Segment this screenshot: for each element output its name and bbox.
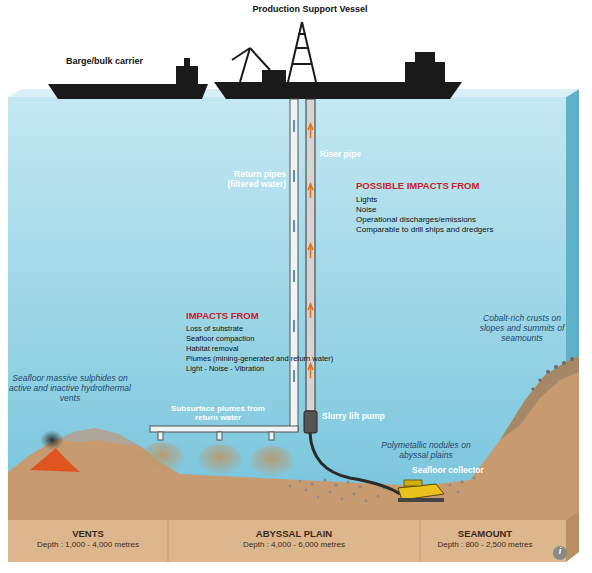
ship-crane — [232, 48, 270, 82]
vessel-label: Barge/bulk carrier — [66, 56, 176, 66]
depth-zone: VENTSDepth : 1,000 - 4,000 metres — [8, 526, 168, 560]
impact-heading: IMPACTS FROM — [186, 311, 306, 322]
seafloor-section — [8, 520, 566, 562]
depth-zone: ABYSSAL PLAINDepth : 4,000 - 6,000 metre… — [168, 526, 420, 560]
impact-item: Light - Noise - Vibration — [186, 365, 386, 374]
sediment-plume — [250, 446, 294, 478]
info-mark: i — [553, 546, 567, 556]
zone-divider — [420, 520, 421, 562]
zone-name: VENTS — [8, 528, 168, 539]
vent-lava — [30, 448, 80, 472]
impact-item: Habitat removal — [186, 345, 386, 354]
zone-name: SEAMOUNT — [420, 528, 550, 539]
collector-label: Seafloor collector — [412, 466, 512, 476]
resource-label: Cobalt-rich crusts on slopes and summits… — [470, 314, 574, 343]
support-vessel — [214, 52, 462, 99]
return-pipe — [150, 99, 298, 440]
cobalt-crusts — [531, 357, 574, 391]
impact-item: Comparable to drill ships and dredgers — [356, 225, 556, 234]
pump-label: Slurry lift pump — [322, 412, 412, 422]
seamount-slope — [500, 356, 579, 440]
resource-label: Polymetallic nodules on abyssal plains — [378, 441, 474, 461]
info-icon — [553, 546, 567, 560]
riser-pipe — [304, 99, 317, 433]
impact-item: Seafloor compaction — [186, 335, 386, 344]
seafloor-collector — [398, 480, 444, 502]
zone-divider — [168, 520, 169, 562]
impact-heading: POSSIBLE IMPACTS FROM — [356, 181, 556, 192]
drilling-derrick — [288, 22, 316, 82]
zone-depth: Depth : 4,000 - 6,000 metres — [168, 540, 420, 549]
impact-item: Lights — [356, 195, 556, 204]
polymetallic-nodules — [289, 477, 476, 503]
zone-depth: Depth : 800 - 2,500 metres — [420, 540, 550, 549]
zone-name: ABYSSAL PLAIN — [168, 528, 420, 539]
impact-item: Noise — [356, 205, 556, 214]
pipe-label: Return pipes (filtered water) — [206, 170, 286, 190]
sediment-plume — [140, 442, 184, 474]
impact-item: Operational discharges/emissions — [356, 215, 556, 224]
seafloor-section-side — [566, 512, 579, 562]
vessel-label: Production Support Vessel — [240, 4, 380, 14]
plume-label: Subsurface plumes from return water — [168, 404, 268, 422]
zone-depth: Depth : 1,000 - 4,000 metres — [8, 540, 168, 549]
depth-zone: SEAMOUNTDepth : 800 - 2,500 metres — [420, 526, 550, 560]
impact-item: Plumes (mining-generated and return wate… — [186, 355, 386, 364]
pipe-label: Riser pipe — [320, 150, 400, 160]
vent-smoke — [40, 430, 64, 450]
impact-item: Loss of substrate — [186, 325, 386, 334]
sediment-plume — [198, 444, 242, 476]
resource-label: Seafloor massive sulphides on active and… — [8, 374, 132, 403]
vent-ridge — [55, 428, 140, 446]
